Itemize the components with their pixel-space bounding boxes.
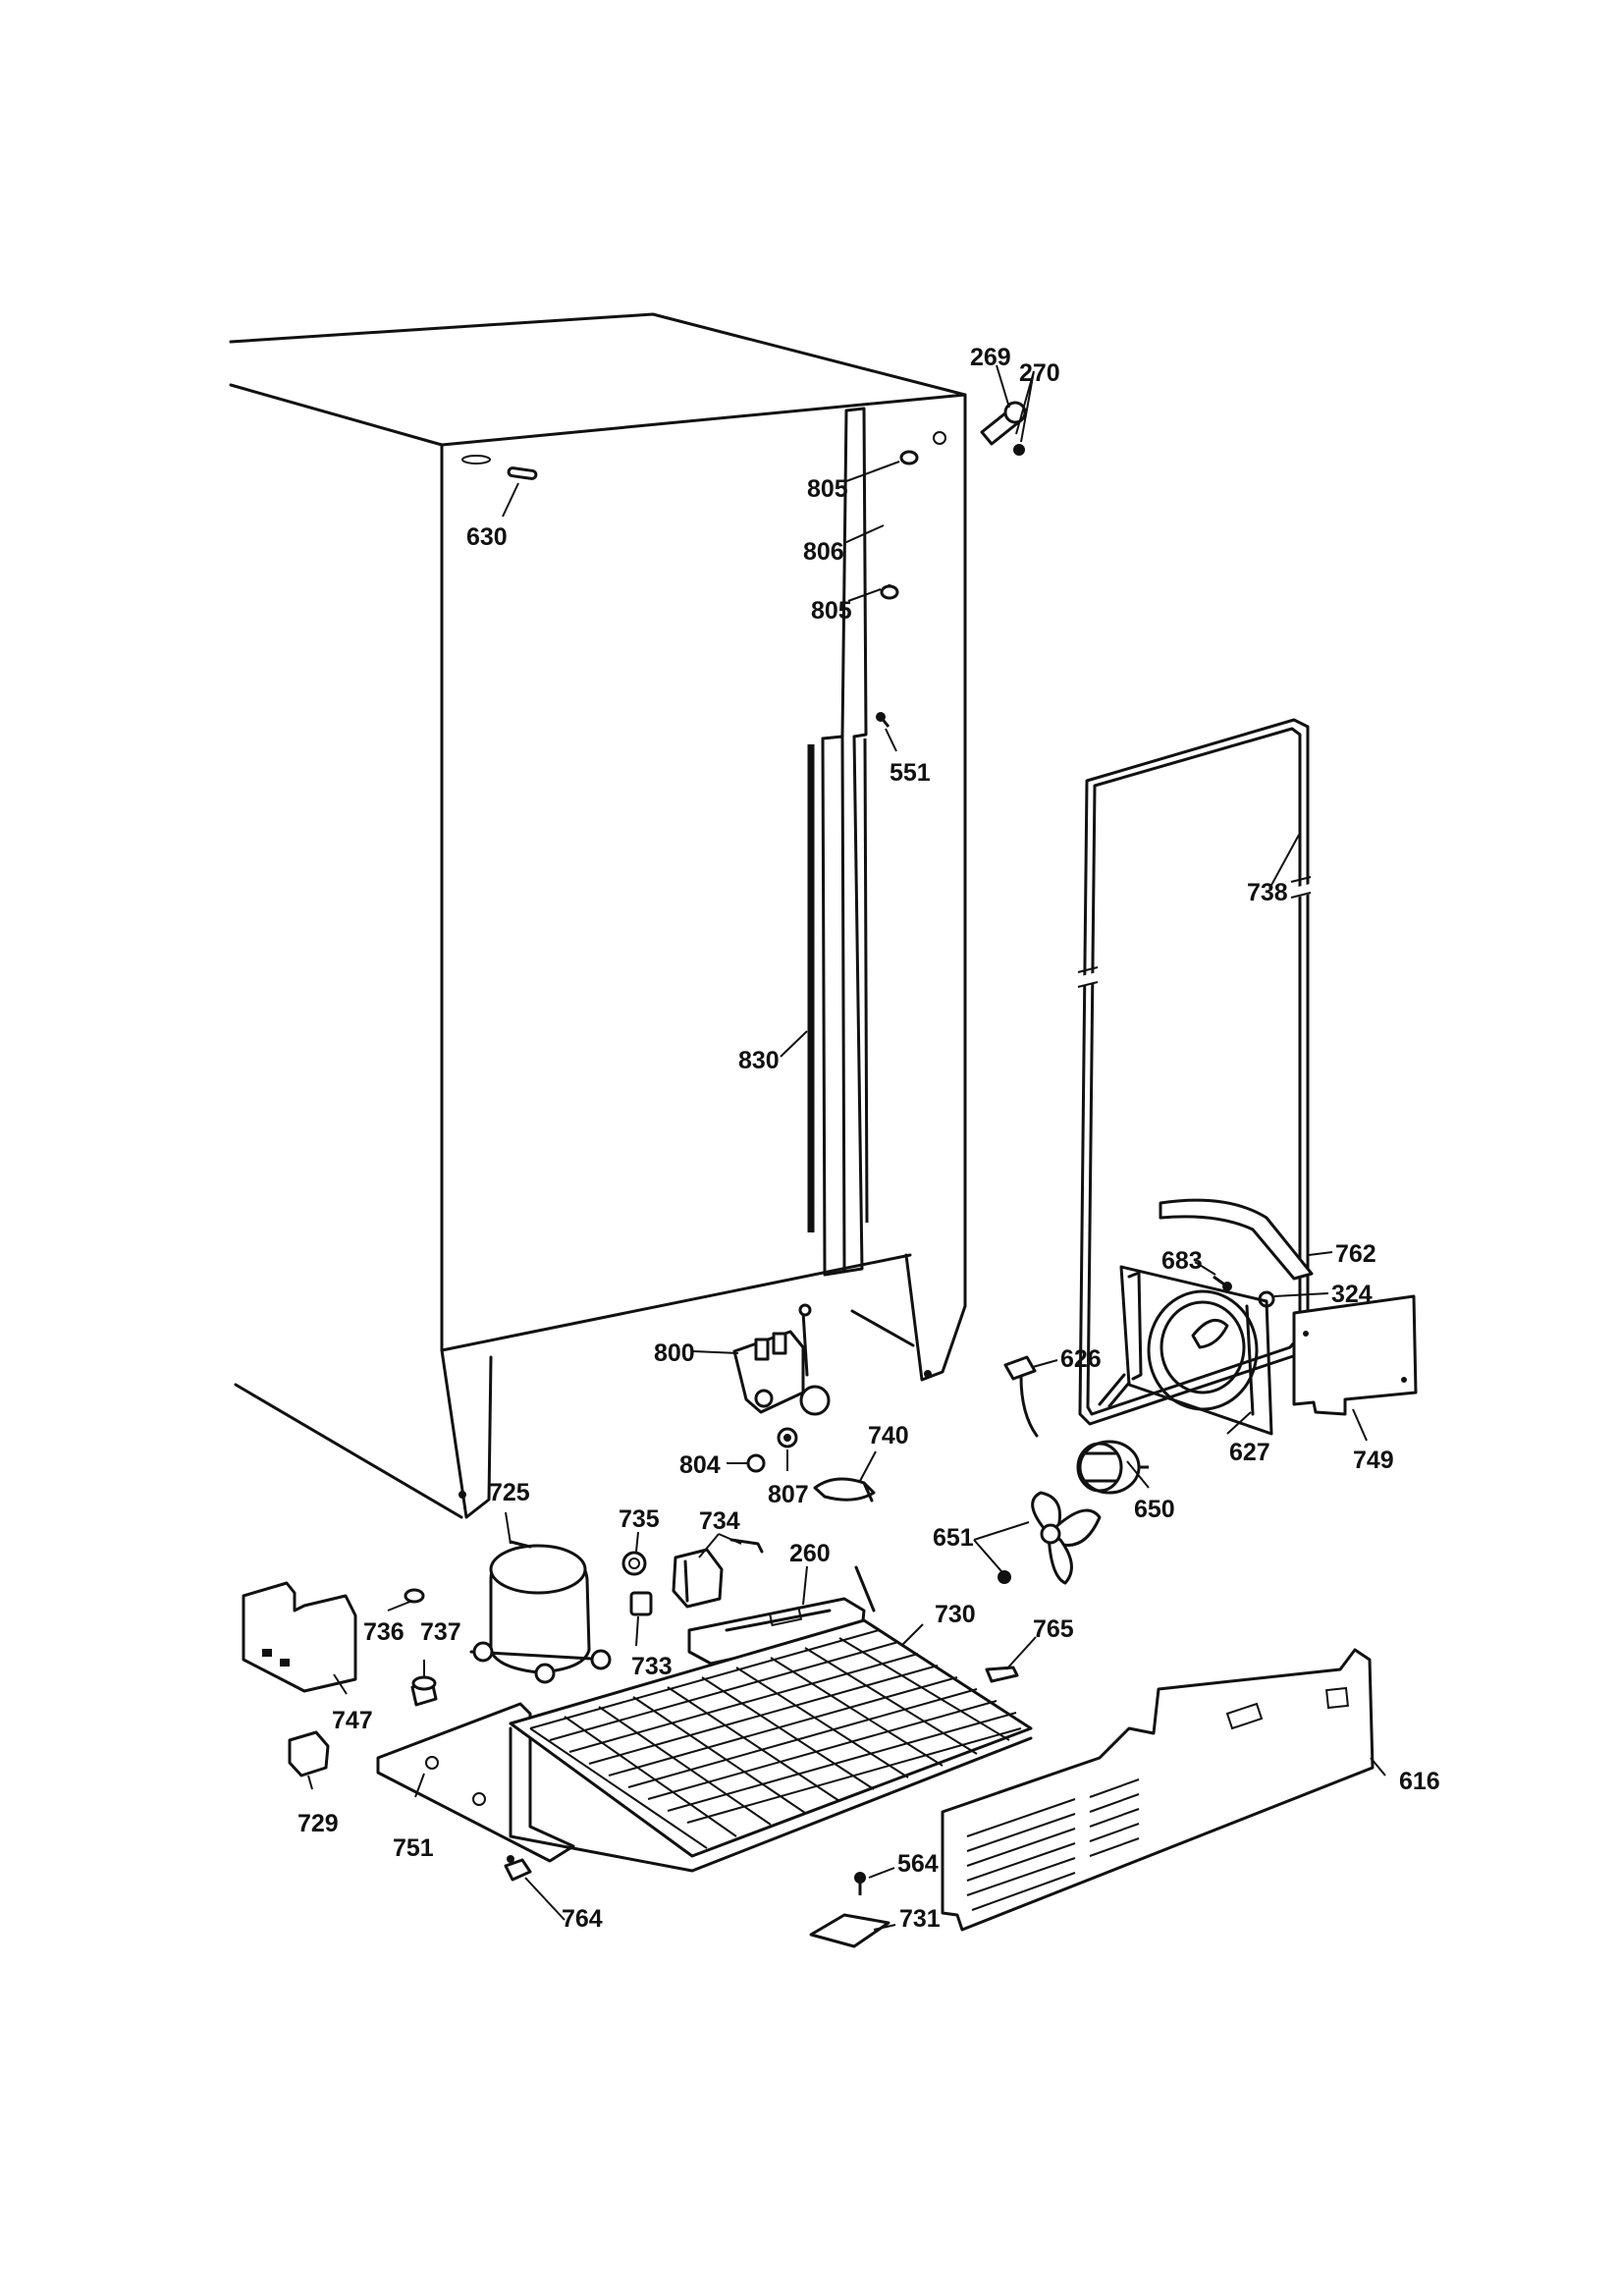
part-564-screw xyxy=(854,1872,866,1895)
part-737-cap xyxy=(410,1675,438,1707)
callout-740: 740 xyxy=(868,1422,909,1449)
part-651-fan-blade xyxy=(998,1491,1102,1585)
callout-626: 626 xyxy=(1060,1345,1102,1373)
callout-807: 807 xyxy=(768,1481,809,1508)
callout-labels: 269 270 630 805 806 805 551 738 830 762 … xyxy=(297,344,1440,1933)
callout-650: 650 xyxy=(1134,1496,1175,1523)
part-650-fan-motor xyxy=(1076,1440,1149,1495)
part-800-water-valve xyxy=(732,1303,831,1416)
callout-731: 731 xyxy=(899,1905,941,1933)
part-627-fan-shroud xyxy=(1119,1265,1273,1436)
callout-270: 270 xyxy=(1019,359,1060,387)
callout-551: 551 xyxy=(890,759,931,787)
callout-260: 260 xyxy=(789,1540,831,1567)
callout-630: 630 xyxy=(466,523,508,551)
callout-738: 738 xyxy=(1247,879,1288,906)
callout-616: 616 xyxy=(1399,1768,1440,1795)
callout-751: 751 xyxy=(393,1834,434,1862)
part-731-bracket xyxy=(809,1913,890,1948)
callout-805-lower: 805 xyxy=(811,597,852,625)
part-269-fitting xyxy=(980,401,1027,456)
part-725-compressor xyxy=(469,1540,612,1684)
part-729-capacitor xyxy=(288,1730,330,1777)
part-733-overload xyxy=(629,1591,653,1616)
part-747-bracket xyxy=(242,1581,357,1693)
callout-269: 269 xyxy=(970,344,1011,371)
part-807-fitting xyxy=(777,1427,798,1449)
part-751-base-tray xyxy=(376,1702,575,1863)
part-804-fitting xyxy=(746,1453,766,1473)
callout-830: 830 xyxy=(738,1047,780,1074)
part-736-grommet xyxy=(404,1588,425,1604)
callout-735: 735 xyxy=(619,1505,660,1533)
part-551-screw xyxy=(876,712,890,728)
callout-736: 736 xyxy=(363,1618,404,1646)
part-749-cover xyxy=(1292,1294,1418,1416)
part-830-channel xyxy=(807,407,869,1277)
callout-627: 627 xyxy=(1229,1439,1270,1466)
callout-729: 729 xyxy=(297,1810,339,1837)
part-616-access-panel xyxy=(941,1648,1375,1932)
callout-734: 734 xyxy=(699,1507,740,1535)
leader-lines xyxy=(307,364,1386,1931)
part-740-clip xyxy=(813,1477,876,1503)
callout-651: 651 xyxy=(933,1524,974,1552)
part-630 xyxy=(507,466,538,480)
callout-730: 730 xyxy=(935,1601,976,1628)
part-626-sensor xyxy=(1003,1355,1039,1438)
callout-324: 324 xyxy=(1331,1281,1373,1308)
callout-737: 737 xyxy=(420,1618,461,1646)
callout-733: 733 xyxy=(631,1653,673,1680)
callout-564: 564 xyxy=(897,1850,939,1878)
callout-765: 765 xyxy=(1033,1615,1074,1643)
callout-747: 747 xyxy=(332,1707,373,1734)
callout-806: 806 xyxy=(803,538,844,566)
part-765-clip xyxy=(985,1666,1019,1683)
part-735-grommet xyxy=(621,1551,647,1576)
part-738-heater-loop xyxy=(1076,718,1313,1426)
callout-764: 764 xyxy=(562,1905,603,1933)
part-730-condenser-coil xyxy=(509,1565,1033,1873)
callout-762: 762 xyxy=(1335,1240,1376,1268)
callout-800: 800 xyxy=(654,1339,695,1367)
part-762-strip xyxy=(1159,1198,1314,1281)
callout-725: 725 xyxy=(489,1479,530,1506)
refrigerator-cabinet xyxy=(229,312,967,1519)
part-806-tube xyxy=(880,450,919,600)
part-734-relay xyxy=(672,1538,764,1609)
callout-683: 683 xyxy=(1161,1247,1203,1275)
part-764-clip xyxy=(504,1855,532,1882)
callout-805-upper: 805 xyxy=(807,475,848,503)
callout-804: 804 xyxy=(679,1451,721,1479)
callout-749: 749 xyxy=(1353,1447,1394,1474)
